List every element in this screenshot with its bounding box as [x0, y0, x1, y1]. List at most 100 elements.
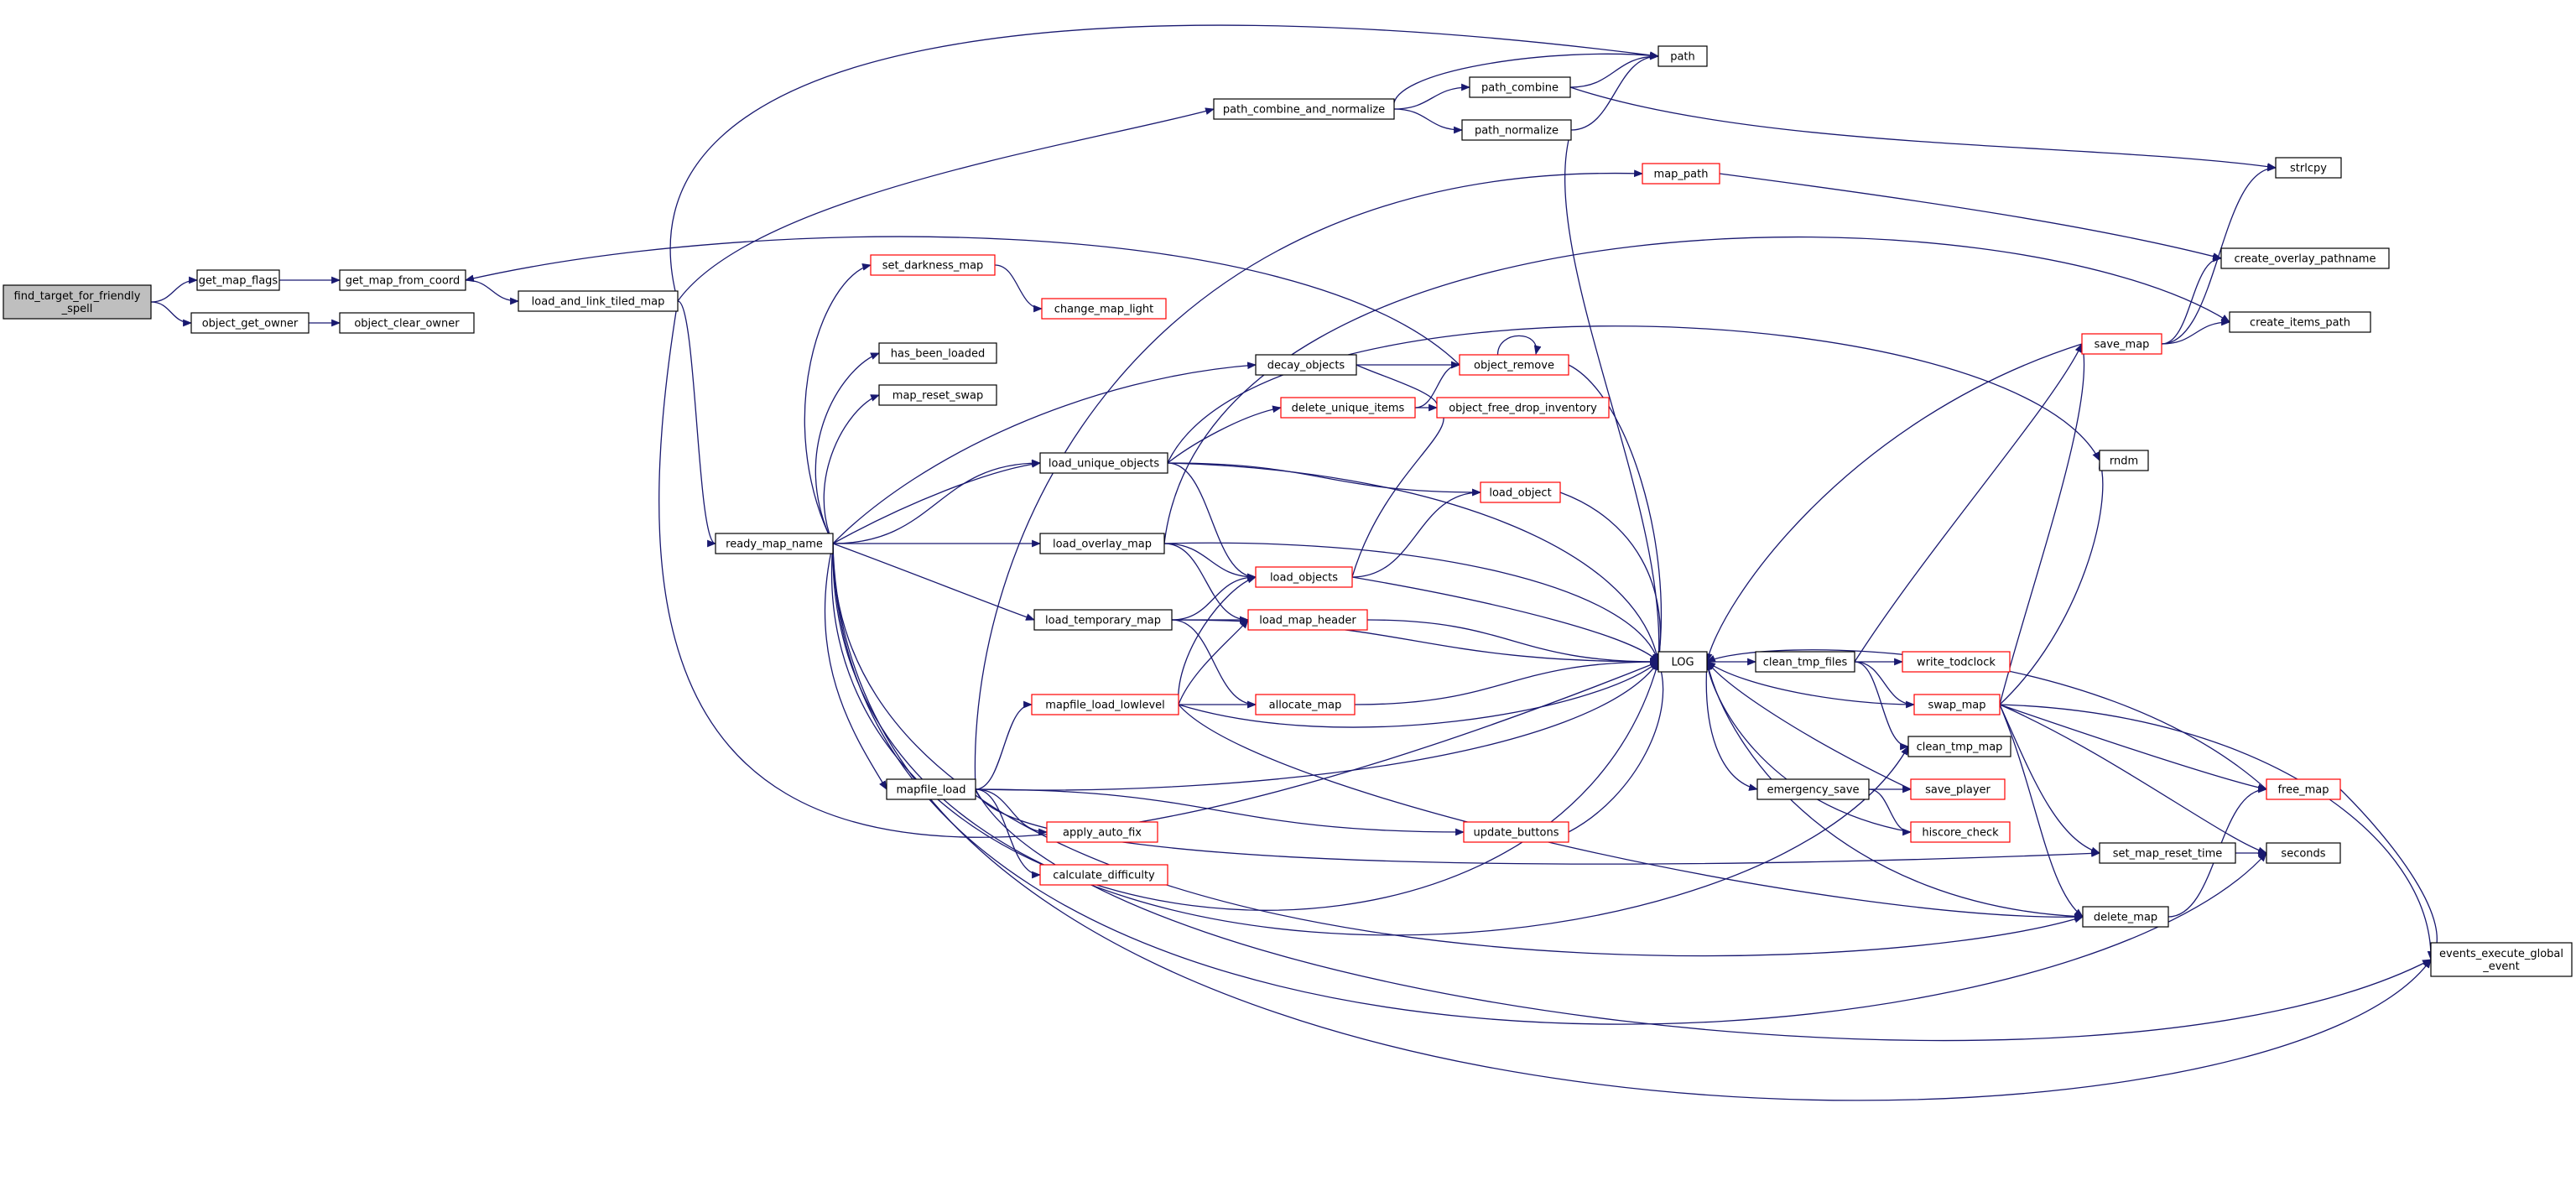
node-object_get_owner[interactable]: object_get_owner	[190, 312, 310, 334]
node-box-save_player[interactable]	[1910, 778, 2006, 800]
node-rndm[interactable]: rndm	[2099, 450, 2149, 471]
node-clean_tmp_map[interactable]: clean_tmp_map	[1907, 736, 2011, 757]
node-box-object_get_owner[interactable]	[190, 312, 310, 334]
node-box-path_normalize[interactable]	[1461, 119, 1572, 141]
node-box-clean_tmp_map[interactable]	[1907, 736, 2011, 757]
node-change_map_light[interactable]: change_map_light	[1041, 298, 1167, 320]
node-decay_objects[interactable]: decay_objects	[1255, 354, 1357, 376]
node-box-delete_unique_items[interactable]	[1280, 397, 1416, 419]
node-box-allocate_map[interactable]	[1255, 694, 1356, 715]
node-box-load_unique_objects[interactable]	[1039, 452, 1168, 474]
node-path_combine_and_normalize[interactable]: path_combine_and_normalize	[1213, 98, 1395, 120]
node-path_normalize[interactable]: path_normalize	[1461, 119, 1572, 141]
node-object_free_drop_inventory[interactable]: object_free_drop_inventory	[1436, 397, 1610, 419]
node-box-save_map[interactable]	[2081, 333, 2162, 355]
node-box-load_overlay_map[interactable]	[1039, 533, 1165, 554]
node-path_combine[interactable]: path_combine	[1469, 76, 1571, 98]
node-box-load_temporary_map[interactable]	[1033, 609, 1173, 631]
node-box-object_remove[interactable]	[1459, 354, 1569, 376]
node-box-clean_tmp_files[interactable]	[1755, 651, 1855, 673]
node-box-calculate_difficulty[interactable]	[1039, 864, 1168, 886]
node-box-object_clear_owner[interactable]	[339, 312, 475, 334]
node-save_map[interactable]: save_map	[2081, 333, 2162, 355]
node-box-strlcpy[interactable]	[2275, 157, 2342, 179]
node-box-load_and_link_tiled_map[interactable]	[518, 290, 679, 312]
node-box-update_buttons[interactable]	[1463, 821, 1569, 843]
node-box-mapfile_load[interactable]	[886, 778, 976, 800]
node-delete_map[interactable]: delete_map	[2082, 906, 2169, 928]
node-object_remove[interactable]: object_remove	[1459, 354, 1569, 376]
node-box-map_path[interactable]	[1642, 163, 1720, 185]
node-box-get_map_flags[interactable]	[196, 269, 280, 291]
node-delete_unique_items[interactable]: delete_unique_items	[1280, 397, 1416, 419]
node-box-hiscore_check[interactable]	[1910, 821, 2011, 843]
node-map_path[interactable]: map_path	[1642, 163, 1720, 185]
node-set_darkness_map[interactable]: set_darkness_map	[870, 254, 996, 276]
node-clean_tmp_files[interactable]: clean_tmp_files	[1755, 651, 1855, 673]
node-box-emergency_save[interactable]	[1756, 778, 1870, 800]
node-create_items_path[interactable]: create_items_path	[2229, 311, 2371, 333]
node-load_temporary_map[interactable]: load_temporary_map	[1033, 609, 1173, 631]
node-events_execute_global_event[interactable]: events_execute_global_event	[2430, 942, 2573, 977]
node-box-decay_objects[interactable]	[1255, 354, 1357, 376]
node-box-write_todclock[interactable]	[1902, 651, 2011, 673]
node-set_map_reset_time[interactable]: set_map_reset_time	[2099, 842, 2236, 864]
node-box-map_reset_swap[interactable]	[878, 384, 997, 406]
node-free_map[interactable]: free_map	[2266, 778, 2341, 800]
node-load_unique_objects[interactable]: load_unique_objects	[1039, 452, 1168, 474]
node-box-find_target[interactable]	[3, 284, 152, 320]
node-box-has_been_loaded[interactable]	[878, 342, 997, 364]
node-load_overlay_map[interactable]: load_overlay_map	[1039, 533, 1165, 554]
node-object_clear_owner[interactable]: object_clear_owner	[339, 312, 475, 334]
node-update_buttons[interactable]: update_buttons	[1463, 821, 1569, 843]
node-load_object[interactable]: load_object	[1480, 481, 1561, 503]
node-ready_map_name[interactable]: ready_map_name	[715, 533, 834, 554]
node-LOG[interactable]: LOG	[1657, 651, 1708, 673]
node-swap_map[interactable]: swap_map	[1913, 694, 2001, 715]
node-load_and_link_tiled_map[interactable]: load_and_link_tiled_map	[518, 290, 679, 312]
node-strlcpy[interactable]: strlcpy	[2275, 157, 2342, 179]
node-box-load_map_header[interactable]	[1247, 609, 1368, 631]
node-box-events_execute_global_event[interactable]	[2430, 942, 2573, 977]
node-box-create_items_path[interactable]	[2229, 311, 2371, 333]
node-box-change_map_light[interactable]	[1041, 298, 1167, 320]
node-emergency_save[interactable]: emergency_save	[1756, 778, 1870, 800]
node-seconds[interactable]: seconds	[2266, 842, 2341, 864]
node-box-apply_auto_fix[interactable]	[1046, 821, 1158, 843]
node-box-mapfile_load_lowlevel[interactable]	[1031, 694, 1179, 715]
node-has_been_loaded[interactable]: has_been_loaded	[878, 342, 997, 364]
node-box-load_object[interactable]	[1480, 481, 1561, 503]
node-box-swap_map[interactable]	[1913, 694, 2001, 715]
node-box-LOG[interactable]	[1657, 651, 1708, 673]
node-map_reset_swap[interactable]: map_reset_swap	[878, 384, 997, 406]
node-load_objects[interactable]: load_objects	[1255, 566, 1353, 588]
node-find_target[interactable]: find_target_for_friendly_spell	[3, 284, 152, 320]
node-box-get_map_from_coord[interactable]	[339, 269, 466, 291]
node-calculate_difficulty[interactable]: calculate_difficulty	[1039, 864, 1168, 886]
node-box-object_free_drop_inventory[interactable]	[1436, 397, 1610, 419]
node-box-path[interactable]	[1657, 45, 1708, 67]
node-create_overlay_pathname[interactable]: create_overlay_pathname	[2220, 247, 2390, 269]
node-box-delete_map[interactable]	[2082, 906, 2169, 928]
node-box-path_combine_and_normalize[interactable]	[1213, 98, 1395, 120]
node-box-rndm[interactable]	[2099, 450, 2149, 471]
node-box-seconds[interactable]	[2266, 842, 2341, 864]
node-box-ready_map_name[interactable]	[715, 533, 834, 554]
node-get_map_flags[interactable]: get_map_flags	[196, 269, 280, 291]
node-box-create_overlay_pathname[interactable]	[2220, 247, 2390, 269]
node-box-free_map[interactable]	[2266, 778, 2341, 800]
node-write_todclock[interactable]: write_todclock	[1902, 651, 2011, 673]
node-box-set_map_reset_time[interactable]	[2099, 842, 2236, 864]
node-load_map_header[interactable]: load_map_header	[1247, 609, 1368, 631]
node-hiscore_check[interactable]: hiscore_check	[1910, 821, 2011, 843]
node-mapfile_load[interactable]: mapfile_load	[886, 778, 976, 800]
node-mapfile_load_lowlevel[interactable]: mapfile_load_lowlevel	[1031, 694, 1179, 715]
node-allocate_map[interactable]: allocate_map	[1255, 694, 1356, 715]
node-path[interactable]: path	[1657, 45, 1708, 67]
node-box-load_objects[interactable]	[1255, 566, 1353, 588]
node-get_map_from_coord[interactable]: get_map_from_coord	[339, 269, 466, 291]
node-box-set_darkness_map[interactable]	[870, 254, 996, 276]
node-save_player[interactable]: save_player	[1910, 778, 2006, 800]
node-box-path_combine[interactable]	[1469, 76, 1571, 98]
node-apply_auto_fix[interactable]: apply_auto_fix	[1046, 821, 1158, 843]
